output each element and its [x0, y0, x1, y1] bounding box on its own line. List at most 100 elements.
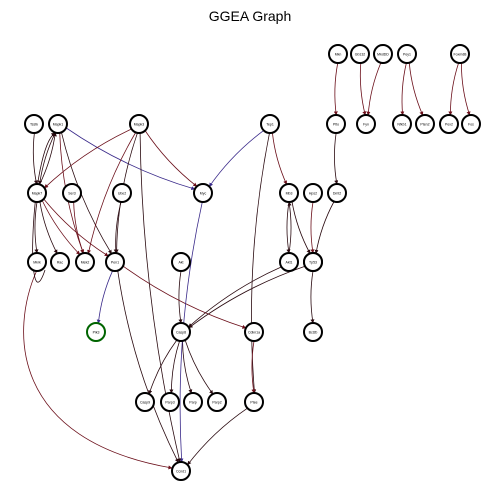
node-myc[interactable]: Myc — [193, 183, 213, 203]
node-ptee[interactable]: Ptee — [244, 392, 264, 412]
edge-map3-to-mek2 — [87, 132, 137, 255]
node-casp8[interactable]: Casp8 — [171, 322, 191, 342]
node-ccnd1-circle — [171, 461, 191, 481]
node-pten-circle — [415, 114, 435, 134]
node-casp9[interactable]: Casp9 — [135, 392, 155, 412]
node-pten-label: Pten2 — [420, 122, 429, 126]
node-gb132[interactable]: Gb132 — [350, 44, 370, 64]
edge-casp8-to-parp2 — [184, 339, 214, 395]
edge-tp53-to-bcl2 — [310, 270, 315, 324]
edge-hps2-to-tp53 — [310, 201, 315, 254]
edge-tsstk-to-mapk7 — [32, 132, 38, 185]
node-mapk7[interactable]: Mapk7 — [27, 183, 47, 203]
node-plto-label: Plto — [333, 122, 339, 126]
node-hps2-circle — [303, 183, 323, 203]
node-mkd3d-circle — [373, 44, 393, 64]
node-bcl2[interactable]: Bcl2b — [303, 322, 323, 342]
node-map3-label: Mapk3 — [134, 122, 145, 126]
node-fos-circle — [461, 114, 481, 134]
node-fyn-circle — [356, 114, 376, 134]
edge-mapk7-to-mek2 — [41, 200, 81, 255]
node-rac-circle — [50, 252, 70, 272]
node-akt-circle — [171, 252, 191, 272]
node-mapk1[interactable]: Mapk1 — [48, 114, 68, 134]
node-parp2[interactable]: Parp2 — [207, 392, 227, 412]
node-fyn[interactable]: Fyn — [356, 114, 376, 134]
node-ser3[interactable]: Ser3 — [62, 183, 82, 203]
node-pik3-label: Pik3 — [93, 330, 100, 334]
node-tsstk-circle — [24, 114, 44, 134]
node-hps2-label: Hps2 — [309, 191, 317, 195]
node-tp53-circle — [303, 252, 323, 272]
node-foxmd-circle — [450, 44, 470, 64]
node-mkn[interactable]: Mkn — [328, 44, 348, 64]
node-pik3[interactable]: Pik3 — [86, 322, 106, 342]
node-tep1-circle — [260, 114, 280, 134]
node-akt1[interactable]: Akt1 — [279, 252, 299, 272]
edge-pey1-to-pten — [408, 62, 424, 116]
edge-plto-to-dmt2 — [334, 132, 339, 185]
edge-akt1-to-casp8 — [188, 266, 282, 328]
edge-foxmd-to-fos — [460, 62, 471, 116]
node-pen1-label: Pen1 — [111, 260, 119, 264]
node-casp8-circle — [171, 322, 191, 342]
node-mb3-label: Mb3 — [286, 191, 293, 195]
node-ptee-circle — [244, 392, 264, 412]
node-mkd3d[interactable]: MkdDD — [373, 44, 393, 64]
node-parp-label: Parp — [189, 400, 196, 404]
node-dmt2-label: Dmt2 — [333, 191, 341, 195]
node-tsstk[interactable]: Tsstk — [24, 114, 44, 134]
node-tp53-label: Tp53 — [309, 260, 317, 264]
node-pey1-label: Pey1 — [403, 52, 411, 56]
node-parp[interactable]: Parp — [183, 392, 203, 412]
node-dmt2[interactable]: Dmt2 — [327, 183, 347, 203]
node-fos[interactable]: Fos — [461, 114, 481, 134]
node-akt1-label: Akt1 — [285, 260, 292, 264]
node-pex[interactable]: Pex2 — [439, 114, 459, 134]
edge-pen1-to-pik3 — [96, 270, 114, 324]
node-foxmd[interactable]: FoxmdB — [450, 44, 470, 64]
node-map3-circle — [129, 114, 149, 134]
edge-mapk7-to-rac — [39, 201, 58, 254]
node-nfkb[interactable]: Nfkb1 — [392, 114, 412, 134]
edge-tep1-to-ptee — [251, 132, 270, 394]
node-mb3-circle — [279, 183, 299, 203]
node-mb3[interactable]: Mb3 — [279, 183, 299, 203]
node-dmt2-circle — [327, 183, 347, 203]
edge-ptee-to-ccnd1 — [187, 407, 248, 466]
node-mkn-circle — [328, 44, 348, 64]
node-pex-circle — [439, 114, 459, 134]
node-cdk[interactable]: Cdkn1a — [244, 322, 264, 342]
node-tp53[interactable]: Tp53 — [303, 252, 323, 272]
node-plto[interactable]: Plto — [326, 114, 346, 134]
edge-tep1-to-myc — [208, 130, 264, 187]
node-parp2-circle — [207, 392, 227, 412]
node-nfkb-label: Nfkb1 — [397, 122, 406, 126]
node-mkrk[interactable]: Mkrk — [27, 252, 47, 272]
node-mek2[interactable]: Mek2 — [75, 252, 95, 272]
node-pey1[interactable]: Pey1 — [397, 44, 417, 64]
node-parp3[interactable]: Parp3 — [160, 392, 180, 412]
node-myc-label: Myc — [200, 191, 207, 195]
node-mkrk-label: Mkrk — [33, 260, 41, 264]
edge-ube-to-pen1 — [113, 201, 122, 254]
node-tep1[interactable]: Tep1 — [260, 114, 280, 134]
node-map3[interactable]: Mapk3 — [129, 114, 149, 134]
edge-casp8-to-parp3 — [169, 340, 180, 394]
node-fos-label: Fos — [468, 122, 474, 126]
node-akt[interactable]: Akt — [171, 252, 191, 272]
node-pten[interactable]: Pten2 — [415, 114, 435, 134]
node-hps2[interactable]: Hps2 — [303, 183, 323, 203]
node-rac[interactable]: Rac — [50, 252, 70, 272]
edge-map3-to-mapk7 — [44, 128, 132, 189]
node-rac-label: Rac — [57, 260, 63, 264]
node-mkn-label: Mkn — [335, 52, 342, 56]
graph-title: GGEA Graph — [209, 8, 291, 24]
node-ccnd1[interactable]: Ccnd1 — [171, 461, 191, 481]
edge-mkrk-to-mapk1 — [32, 132, 56, 283]
node-pen1[interactable]: Pen1 — [105, 252, 125, 272]
node-ube[interactable]: Ube2 — [112, 183, 132, 203]
node-nfkb-circle — [392, 114, 412, 134]
node-plto-circle — [326, 114, 346, 134]
edge-map3-to-myc — [144, 130, 198, 187]
